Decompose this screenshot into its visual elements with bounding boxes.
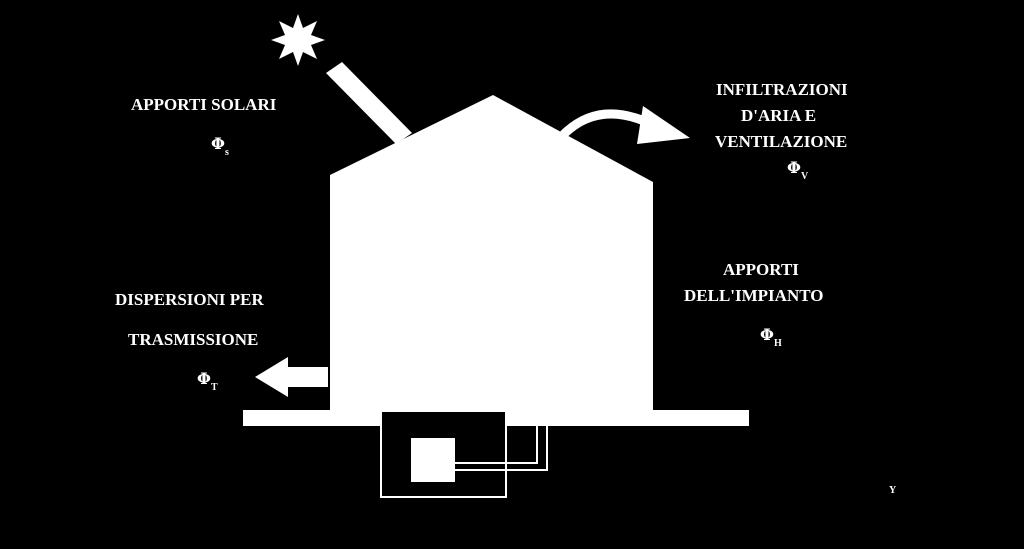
infiltration-label-line1: INFILTRAZIONI [716,80,848,99]
infiltration-label-line3: VENTILAZIONE [715,132,847,151]
corner-mark: Y [889,485,897,496]
plant-pipes [455,424,548,471]
house-shape [330,95,653,412]
plant-unit [411,438,455,482]
transmission-symbol: ΦT [197,369,218,393]
transmission-arrow [255,357,328,397]
transmission-label-line1: DISPERSIONI PER [115,290,265,309]
infiltration-symbol: ΦV [787,158,809,182]
solar-gains-symbol: Φs [211,134,229,158]
plant-gains-symbol: ΦH [760,325,782,349]
solar-ray-arrow [326,62,412,144]
solar-gains-label: APPORTI SOLARI [131,95,277,114]
infiltration-label-line2: D'ARIA E [741,106,816,125]
transmission-label-line2: TRASMISSIONE [128,330,258,349]
infiltration-arrowhead [637,106,690,144]
plant-gains-label-line2: DELL'IMPIANTO [684,286,824,305]
plant-gains-label-line1: APPORTI [723,260,799,279]
sun-icon [271,14,325,66]
